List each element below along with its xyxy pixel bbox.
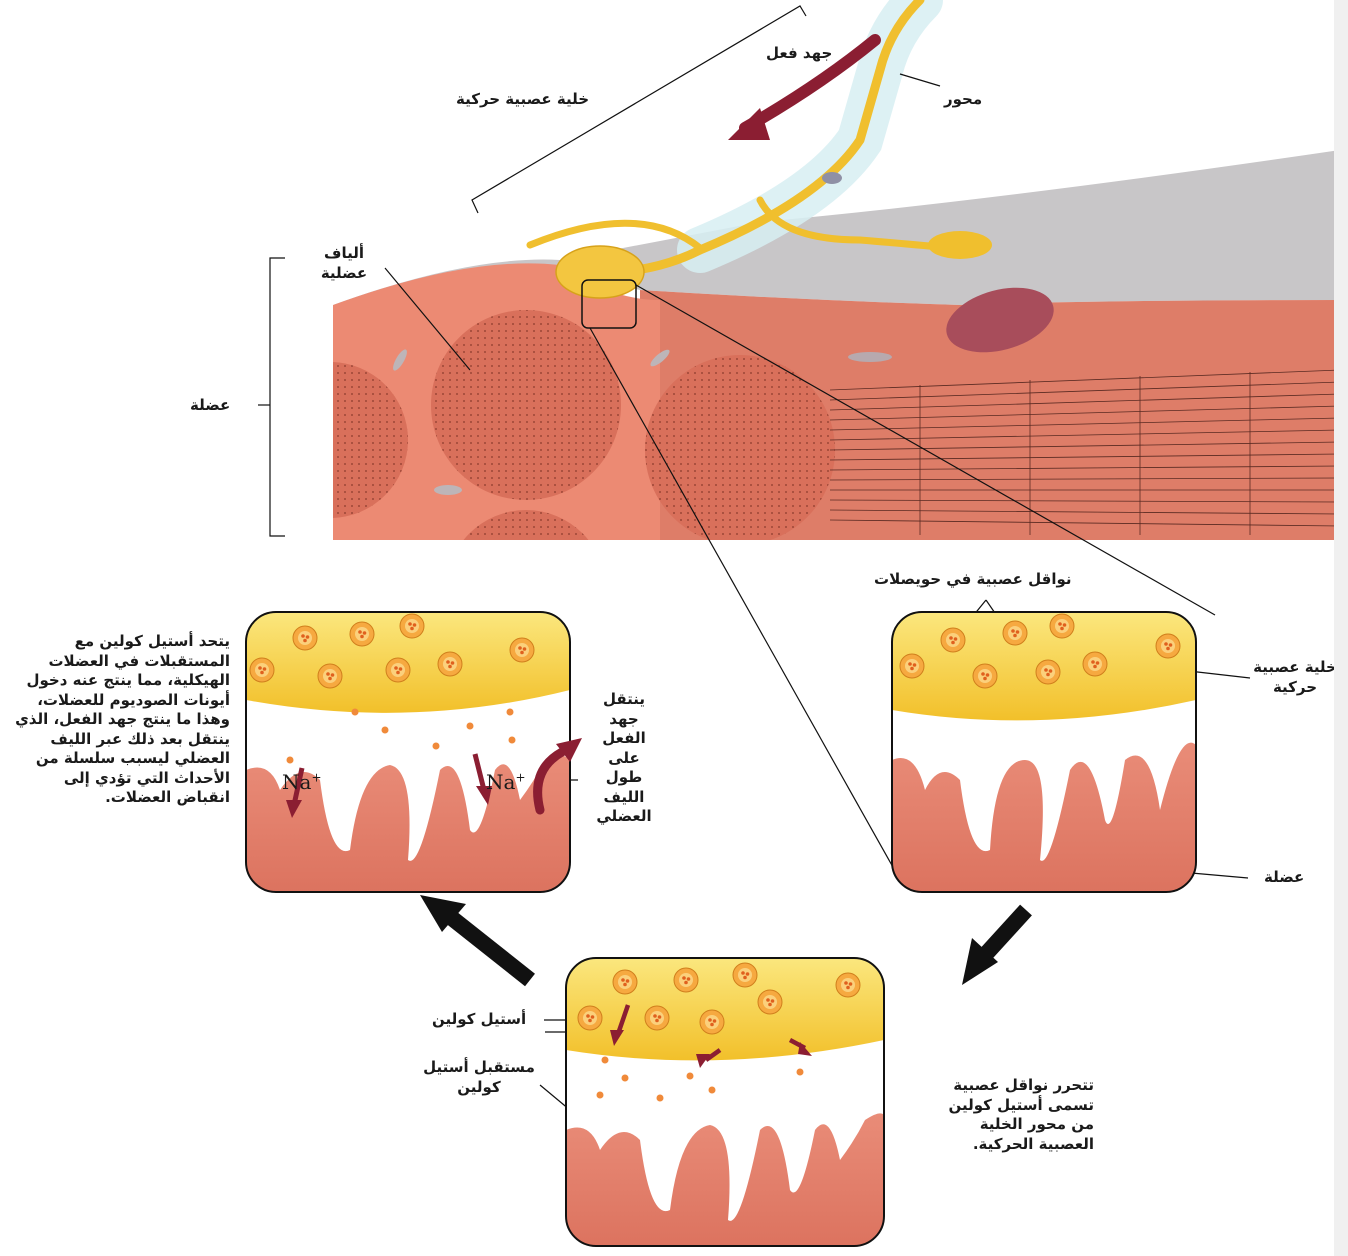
label-muscle-fibers: ألياف عضلية <box>314 244 374 283</box>
label-motor-neuron-panel: خلية عصبية حركية <box>1252 658 1338 697</box>
label-neurotransmitters-vesicles: نواقل عصبية في حويصلات <box>874 570 1072 590</box>
panel-vesicles <box>892 612 1196 892</box>
sodium-ion-label-left: Na+ <box>282 770 322 794</box>
label-muscle-panel: عضلة <box>1264 868 1304 888</box>
page-scrollbar[interactable] <box>1334 0 1348 1256</box>
binding-description: يتحد أستيل كولين مع المستقبلات في العضلا… <box>6 632 230 808</box>
panel-release <box>566 958 884 1246</box>
label-axon: محور <box>944 90 982 110</box>
release-description: تتحرر نواقل عصبية تسمى أستيل كولين من مح… <box>940 1076 1094 1154</box>
label-muscle: عضلة <box>190 396 230 416</box>
label-ach-receptor: مستقبل أستيل كولين <box>414 1058 544 1097</box>
sodium-ion-label-right: Na+ <box>486 770 526 794</box>
panel-binding <box>246 612 582 892</box>
label-motor-neuron: خلية عصبية حركية <box>456 90 589 110</box>
propagation-description: ينتقل جهد الفعل على طول الليف العضلي <box>596 690 652 827</box>
label-acetylcholine: أستيل كولين <box>432 1010 526 1030</box>
label-action-potential: جهد فعل <box>766 44 832 64</box>
